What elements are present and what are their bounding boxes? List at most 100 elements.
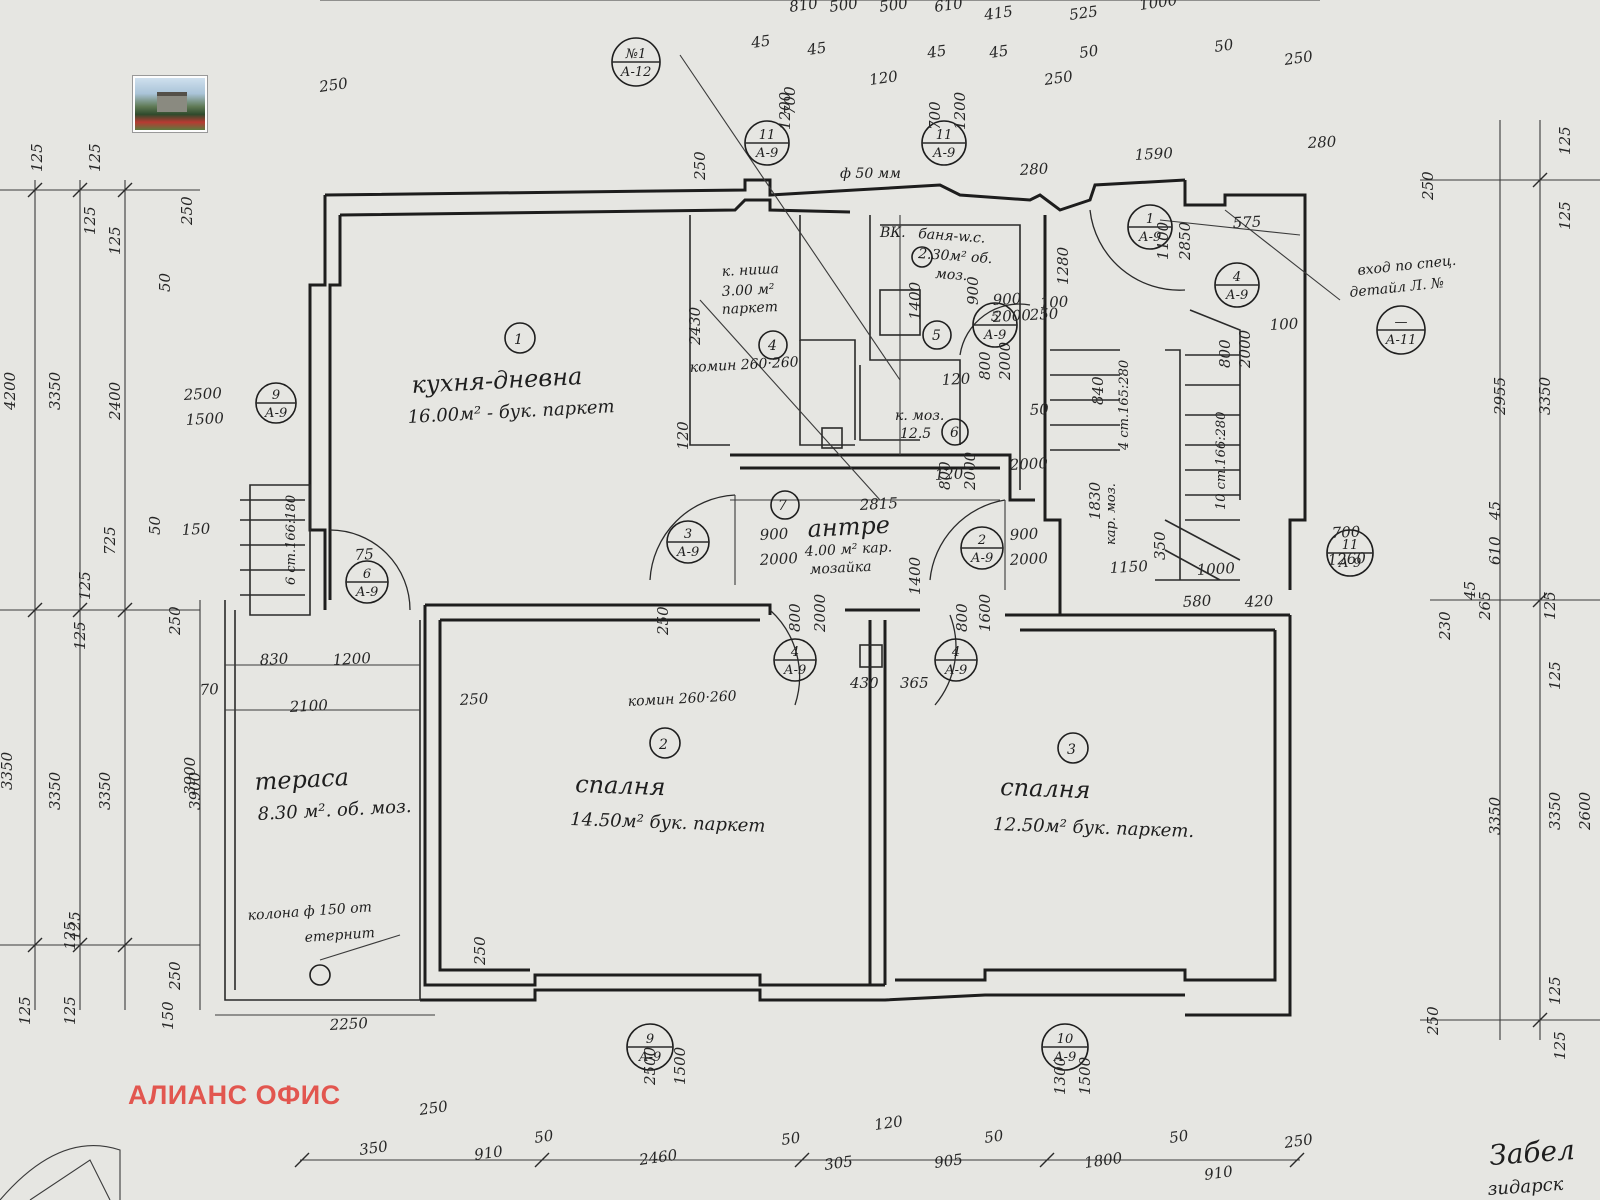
dimension-interior: 1300 <box>1051 1056 1069 1095</box>
detail-tag: 10А-9 <box>1041 1023 1089 1071</box>
dimension-right: 125 <box>1546 976 1564 1005</box>
dimension-interior: 900 <box>992 289 1022 308</box>
room-name: спалня <box>575 770 666 801</box>
dimension-left: 250 <box>166 961 184 991</box>
dimension-right: 125 <box>1556 201 1574 230</box>
dimension-bottom: 350 <box>358 1137 389 1159</box>
dimension-left: 4200 <box>1 371 19 411</box>
dimension-interior: 75 <box>354 545 374 564</box>
room-line1: бaня-w.c. <box>918 226 986 247</box>
dimension-interior: 1400 <box>906 281 924 320</box>
detail-tag: 9А-9 <box>255 382 297 424</box>
dimension-right: 610 <box>1486 536 1504 565</box>
dimension-interior: 800 <box>786 603 804 632</box>
stairs-right-note: 10 ст.166:280 <box>1214 412 1229 510</box>
dimension-interior: 280 <box>1018 159 1049 179</box>
dimension-top: 810 <box>788 0 819 16</box>
dimension-interior: 1150 <box>1109 557 1149 577</box>
room-hall: 7 антре 4.00 м² кар. мозайка <box>770 490 893 578</box>
dimension-interior: 1000 <box>1196 559 1236 579</box>
dimension-left: 725 <box>101 526 119 555</box>
dimension-interior: 150 <box>159 1001 177 1030</box>
dimension-top: 250 <box>1282 47 1314 69</box>
door-arc-entrance <box>1089 209 1186 291</box>
room-number-circle <box>504 322 536 354</box>
dimension-bottom: 50 <box>983 1126 1005 1147</box>
detail-tag-number: 10 <box>1057 1032 1074 1047</box>
dimension-interior: 350 <box>1151 531 1169 560</box>
dimension-left: 250 <box>166 606 184 636</box>
dimension-bottom: 50 <box>780 1128 802 1149</box>
chimney-symbol-bottom <box>859 644 883 668</box>
dimension-bottom: 50 <box>1168 1126 1190 1147</box>
detail-tag-sheet: А-9 <box>932 146 956 161</box>
dimension-interior: 250 <box>691 151 709 181</box>
dimension-left: 125 <box>106 226 124 255</box>
room-line2: мозайка <box>809 559 872 578</box>
detail-tag: 1А-9 <box>1127 204 1173 250</box>
stairs-floor-note: кар. моз. <box>1104 483 1119 545</box>
door-swings <box>329 209 1186 706</box>
dimension-interior: 150 <box>181 519 211 538</box>
room-line2: 12.5 <box>900 426 931 442</box>
dimension-interior: 1500 <box>1076 1056 1094 1095</box>
room-number: 2 <box>658 737 668 753</box>
detail-tag-number: 4 <box>1232 270 1241 285</box>
dimension-left: 125 <box>28 143 46 172</box>
dimension-interior: 2850 <box>1176 221 1194 261</box>
dimension-interior: 575 <box>1232 213 1262 232</box>
watermark: АЛИАНС ОФИС <box>128 1080 341 1110</box>
dimension-top: 250 <box>317 74 349 96</box>
detail-tag-sheet: А-11 <box>1385 333 1417 348</box>
detail-tag-number: №1 <box>625 47 647 62</box>
dimension-interior: 900 <box>1009 524 1039 543</box>
dimension-bottom: 250 <box>1282 1130 1314 1152</box>
dimension-interior: 800 <box>936 461 954 490</box>
dimension-interior: 1600 <box>976 593 994 632</box>
dimension-interior: 120 <box>934 464 964 483</box>
dimension-right: 125 <box>1556 126 1574 155</box>
dimension-interior: 800 <box>976 351 994 380</box>
dimension-interior: 700 <box>1331 522 1361 541</box>
dimension-right: 125 <box>1546 661 1564 690</box>
dimension-interior: 1500 <box>671 1046 689 1085</box>
room-number-circle <box>1057 732 1089 764</box>
detail-tag-sheet: А-9 <box>355 585 379 600</box>
dimension-right: 2955 <box>1491 377 1509 416</box>
room-number-circle <box>941 418 969 446</box>
room-name: антре <box>807 511 891 543</box>
dimension-left: 125 <box>61 996 79 1025</box>
detail-tag: 4А-9 <box>934 638 978 682</box>
dimension-right: 230 <box>1436 611 1454 641</box>
room-name: тераса <box>254 763 350 796</box>
detail-tag-sheet: А-9 <box>983 328 1007 343</box>
detail-tag: 9А-9 <box>626 1023 674 1071</box>
room-name: кухня-дневна <box>411 362 583 399</box>
room-line2: 2.30м² об. <box>917 246 993 267</box>
dimension-interior: 2815 <box>858 494 898 514</box>
detail-tag-sheet: А-9 <box>1053 1050 1077 1065</box>
dimension-left: 3900 <box>186 771 204 810</box>
room-number: 1 <box>514 332 523 348</box>
dimension-interior: 2250 <box>328 1014 369 1034</box>
detail-tag: 2А-9 <box>960 526 1004 570</box>
dimension-right: 3350 <box>1546 791 1564 830</box>
dimension-left: 125 <box>81 206 99 235</box>
dimension-bottom: 1800 <box>1083 1149 1124 1172</box>
dimension-bottom: 250 <box>417 1097 449 1119</box>
detail-tag: 11А-9 <box>921 120 967 166</box>
stairs <box>240 349 1241 596</box>
column-symbol <box>309 964 331 986</box>
room-number: 4 <box>767 338 777 354</box>
dimension-top: 610 <box>933 0 964 16</box>
stairs-left-note: 6 ст.166:180 <box>284 495 299 585</box>
dimension-interior: 800 <box>953 603 971 632</box>
dimension-left: 250 <box>178 196 196 226</box>
stairs-mid-note: 4 ст.165:280 <box>1117 360 1132 451</box>
dimension-interior: 2430 <box>686 306 704 346</box>
dimension-interior: 120 <box>941 369 971 388</box>
dimension-right: 265 <box>1476 591 1494 621</box>
chimney-note-top: комин 260·260 <box>689 354 799 376</box>
